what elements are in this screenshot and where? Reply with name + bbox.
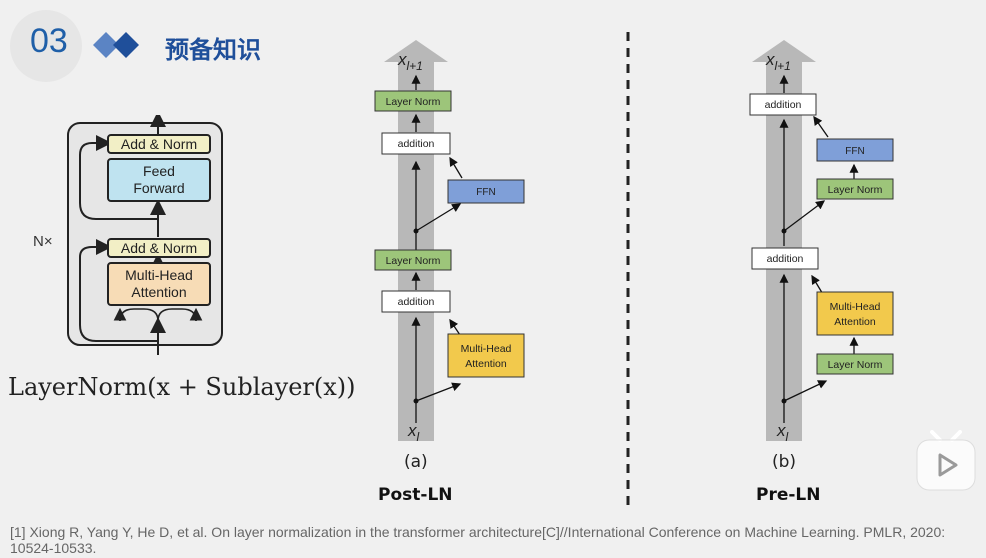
post-ln-output-label: xl+1 [397, 50, 423, 73]
pre-ln-addition-mid-box [751, 247, 819, 270]
add-norm-top-box [107, 134, 211, 154]
pre-ln-output-label: xl+1 [765, 50, 791, 73]
section-title: 预备知识 [165, 36, 261, 64]
pre-ln-mha-label-line2: Attention [834, 316, 876, 328]
play-button-icon[interactable] [914, 428, 978, 494]
post-ln-caption: Post-LN [378, 485, 453, 505]
pre-ln-layer-norm-upper-box [816, 178, 894, 200]
post-ln-sub-caption: (a) [404, 452, 428, 472]
layernorm-formula: LayerNorm(x + Sublayer(x)) [8, 373, 356, 401]
diamond-logo-icon [93, 32, 139, 58]
pre-ln-input-label: xl [776, 421, 789, 444]
pre-ln-ffn-label: FFN [845, 146, 864, 157]
pre-ln-caption: Pre-LN [756, 485, 821, 505]
pre-ln-layer-norm-lower-box [816, 353, 894, 375]
post-ln-mha-label-line1: Multi-Head [461, 343, 512, 355]
post-ln-addition-bottom-box [381, 290, 451, 313]
post-ln-ffn-label: FFN [476, 187, 495, 198]
mha-label-line2: Attention [131, 284, 186, 300]
post-ln-addition-top-box [381, 132, 451, 155]
post-ln-addition-bottom-label: addition [398, 296, 435, 308]
pre-ln-mha-box [816, 291, 894, 336]
pre-ln-layer-norm-upper-label: Layer Norm [828, 184, 883, 196]
post-ln-mha-label-line2: Attention [465, 358, 507, 370]
pre-ln-ffn-box [816, 138, 894, 162]
citation-footnote: [1] Xiong R, Yang Y, He D, et al. On lay… [10, 524, 946, 556]
pre-ln-layer-norm-lower-label: Layer Norm [828, 359, 883, 371]
ffn-label-line2: Forward [133, 180, 184, 196]
post-ln-addition-top-label: addition [398, 138, 435, 150]
section-number: 03 [30, 22, 68, 60]
pre-ln-sub-caption: (b) [772, 452, 797, 472]
pre-ln-addition-mid-label: addition [767, 253, 804, 265]
block-frame [67, 122, 223, 346]
post-ln-ffn-box [447, 179, 525, 204]
add-norm-top-label: Add & Norm [121, 136, 197, 152]
pre-ln-addition-top-label: addition [765, 99, 802, 111]
mha-label-line1: Multi-Head [125, 267, 193, 283]
pre-ln-mha-label-line1: Multi-Head [830, 301, 881, 313]
transformer-block-diagram: Add & Norm Feed Forward Add & Norm Multi… [67, 115, 223, 355]
post-ln-layer-norm-mid-label: Layer Norm [386, 255, 441, 267]
post-ln-input-label: xl [407, 421, 420, 444]
feed-forward-box [107, 158, 211, 202]
repeat-count-label: N× [33, 233, 53, 250]
add-norm-bottom-label: Add & Norm [121, 240, 197, 256]
post-ln-layer-norm-top-box [374, 90, 452, 112]
section-divider [626, 32, 630, 508]
post-ln-layer-norm-mid-box [374, 249, 452, 271]
pre-ln-diagram: addition FFN Layer Norm addition Multi-H… [749, 40, 894, 444]
add-norm-bottom-box [107, 238, 211, 258]
post-ln-diagram: Layer Norm addition FFN Layer Norm addit… [374, 40, 525, 444]
pre-ln-addition-top-box [749, 93, 817, 116]
post-ln-mha-box [447, 333, 525, 378]
ffn-label-line1: Feed [143, 163, 175, 179]
post-ln-layer-norm-top-label: Layer Norm [386, 96, 441, 108]
section-badge-bg [10, 10, 82, 82]
multi-head-attention-box [107, 262, 211, 306]
